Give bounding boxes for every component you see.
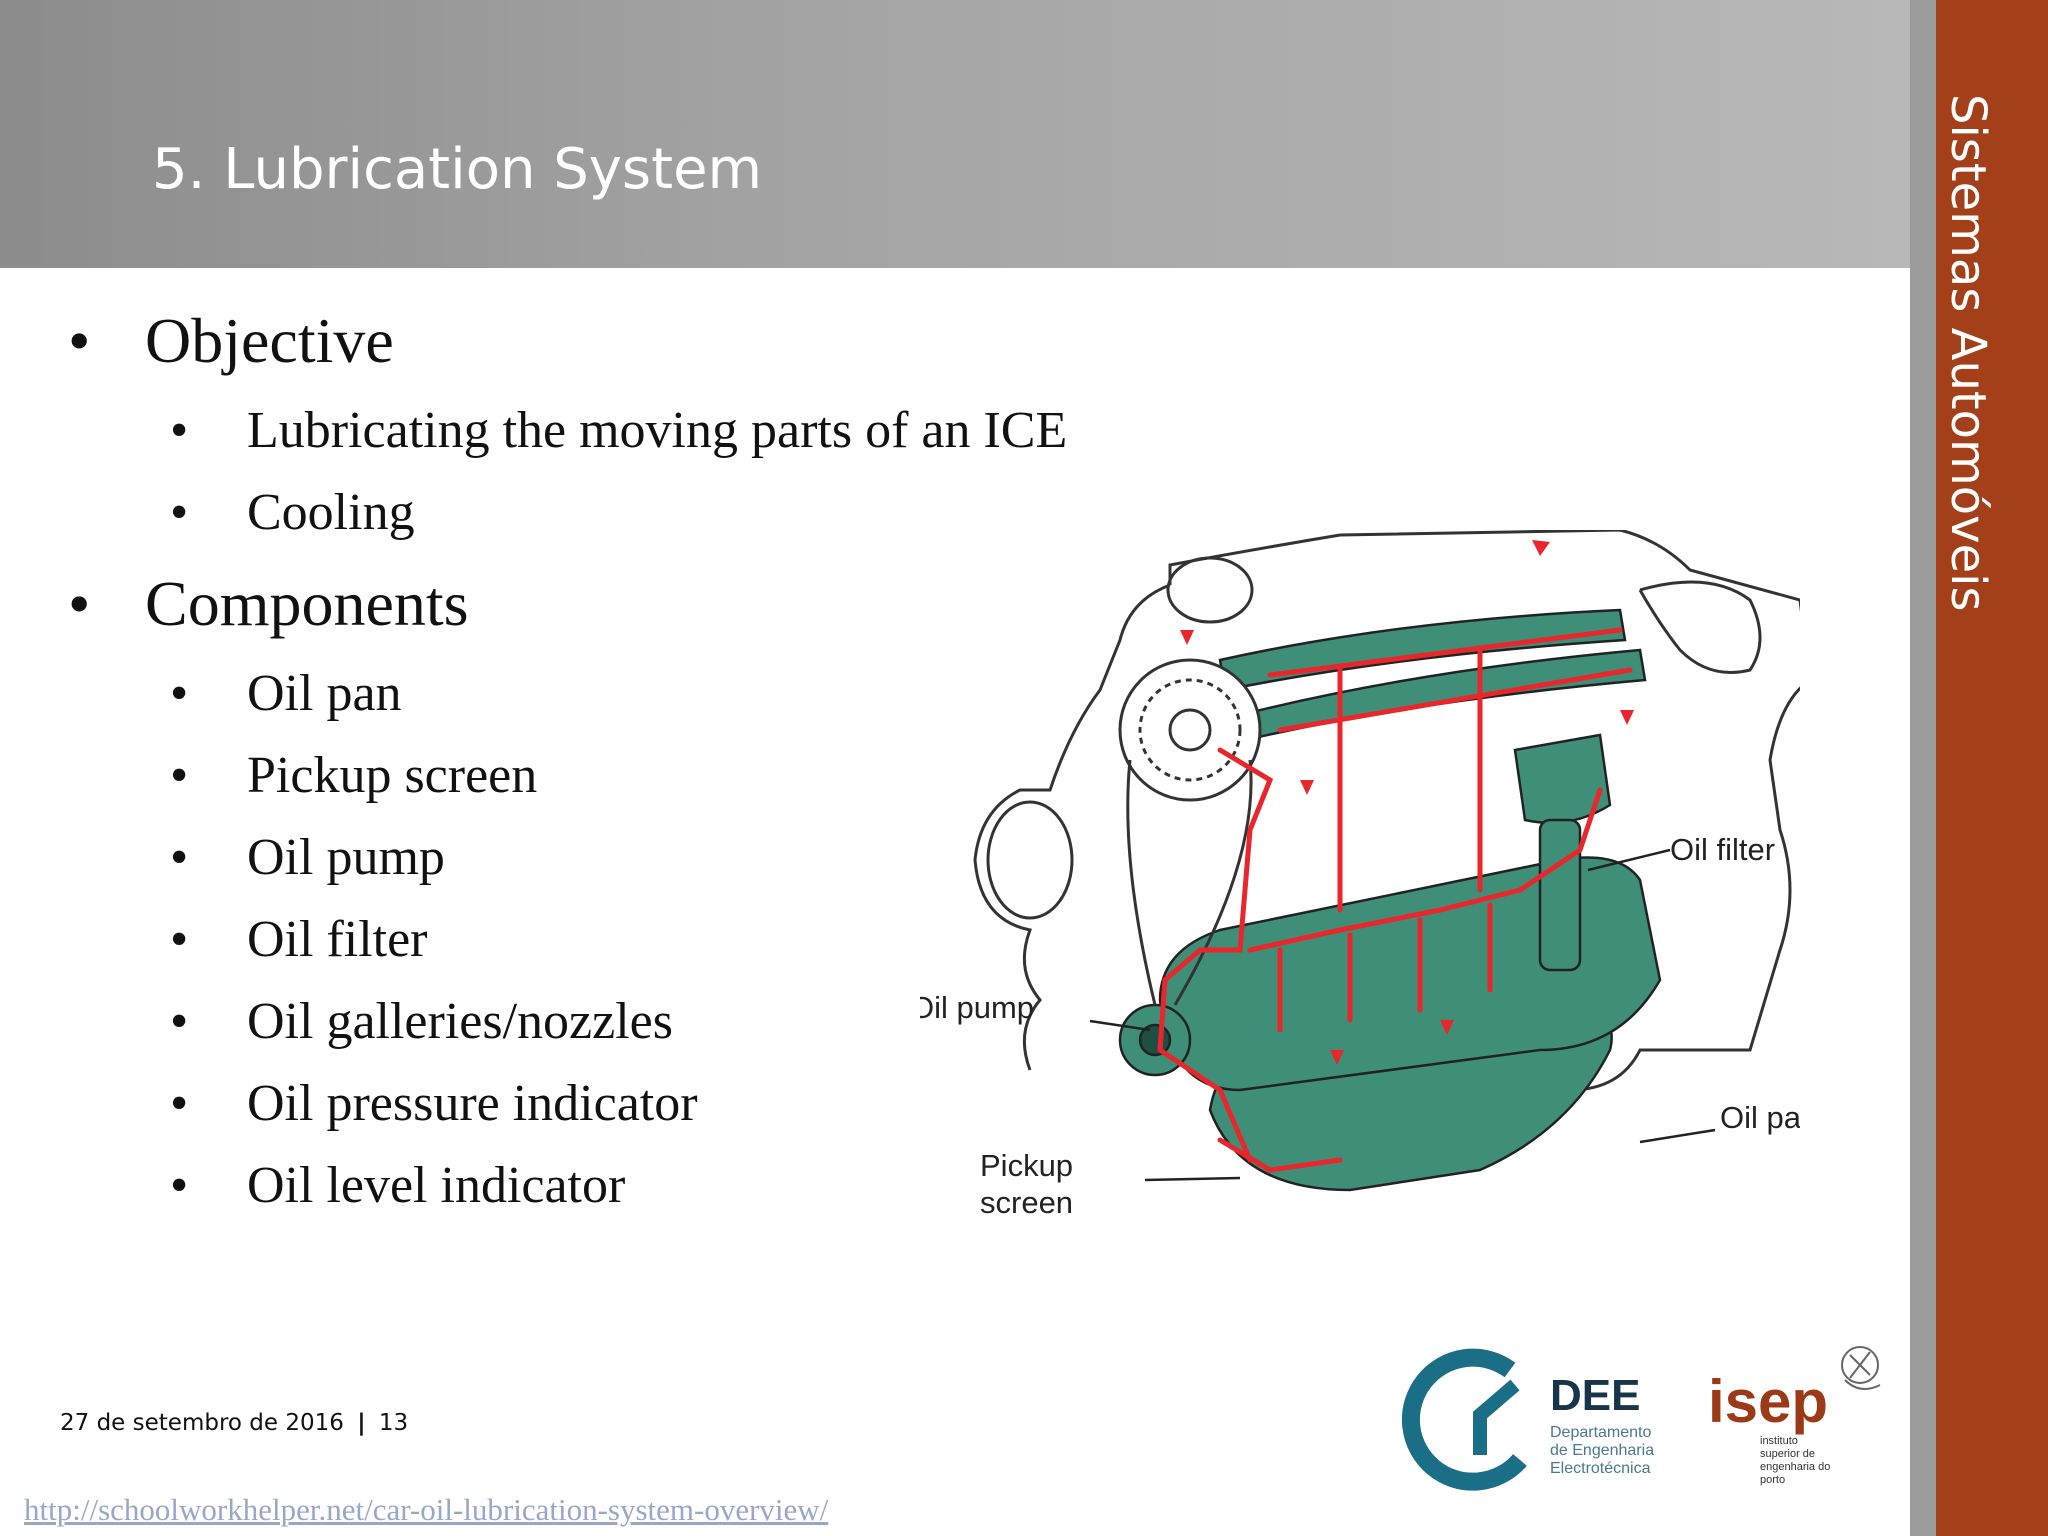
bullet-dot: • <box>170 747 189 804</box>
slide-header: 5. Lubrication System <box>0 0 1910 268</box>
side-accent-band <box>1936 0 2048 1536</box>
sub-bullet: Cooling <box>247 484 415 541</box>
bullet-dot: • <box>170 665 189 722</box>
footer-date: 27 de setembro de 2016 <box>60 1410 344 1436</box>
footer-separator: | <box>357 1410 366 1436</box>
sub-bullet: Oil pan <box>247 665 402 722</box>
isep-line2: superior de <box>1760 1448 1815 1460</box>
dee-line2: de Engenharia <box>1550 1442 1654 1459</box>
dee-line3: Electrotécnica <box>1550 1460 1651 1477</box>
bullet-dot: • <box>170 484 189 541</box>
source-link[interactable]: http://schoolworkhelper.net/car-oil-lubr… <box>24 1492 829 1527</box>
isep-line4: porto <box>1760 1474 1785 1486</box>
bullet-dot: • <box>68 305 91 376</box>
label-oil-filter: Oil filter <box>1670 832 1775 867</box>
isep-line1: instituto <box>1760 1435 1798 1447</box>
dee-abbrev: DEE <box>1550 1371 1640 1420</box>
engine-lubrication-diagram: Oil filter Oil pump Oil pan Pickup scree… <box>920 530 1800 1220</box>
dee-logo: DEE Departamento de Engenharia Electroté… <box>1401 1348 1654 1491</box>
bullet-dot: • <box>170 993 189 1050</box>
label-oil-pump: Oil pump <box>920 990 1034 1025</box>
bullet-objective: Objective <box>145 305 394 376</box>
sub-bullet: Oil pump <box>247 829 445 886</box>
bullet-dot: • <box>68 568 91 639</box>
label-pickup-line1: Pickup <box>980 1148 1073 1183</box>
bullet-dot: • <box>170 1075 189 1132</box>
label-oil-pan: Oil pan <box>1720 1100 1800 1135</box>
bullet-dot: • <box>170 1157 189 1214</box>
bullet-dot: • <box>170 829 189 886</box>
course-title-vertical: Sistemas Automóveis <box>1940 94 1996 612</box>
isep-logo: isep instituto superior de engenharia do… <box>1708 1346 1881 1486</box>
isep-line3: engenharia do <box>1760 1461 1830 1473</box>
isep-name: isep <box>1708 1368 1828 1435</box>
sub-bullet: Oil filter <box>247 911 428 968</box>
footer-date-page: 27 de setembro de 2016 | 13 <box>60 1410 408 1436</box>
page-number: 13 <box>378 1410 409 1436</box>
bullet-dot: • <box>170 402 189 459</box>
sub-bullet: Lubricating the moving parts of an ICE <box>247 402 1068 459</box>
dee-line1: Departamento <box>1550 1424 1651 1441</box>
isep-emblem-icon <box>1841 1346 1881 1390</box>
sub-bullet: Oil level indicator <box>247 1157 626 1214</box>
institution-logos: DEE Departamento de Engenharia Electroté… <box>1401 1346 1881 1491</box>
side-gray-strip <box>1910 0 1936 1536</box>
bullet-components: Components <box>145 568 469 639</box>
sub-bullet: Oil galleries/nozzles <box>247 993 673 1050</box>
label-pickup-line2: screen <box>980 1185 1073 1220</box>
sub-bullet: Oil pressure indicator <box>247 1075 698 1132</box>
sub-bullet: Pickup screen <box>247 747 538 804</box>
bullet-dot: • <box>170 911 189 968</box>
slide-title: 5. Lubrication System <box>152 137 763 202</box>
